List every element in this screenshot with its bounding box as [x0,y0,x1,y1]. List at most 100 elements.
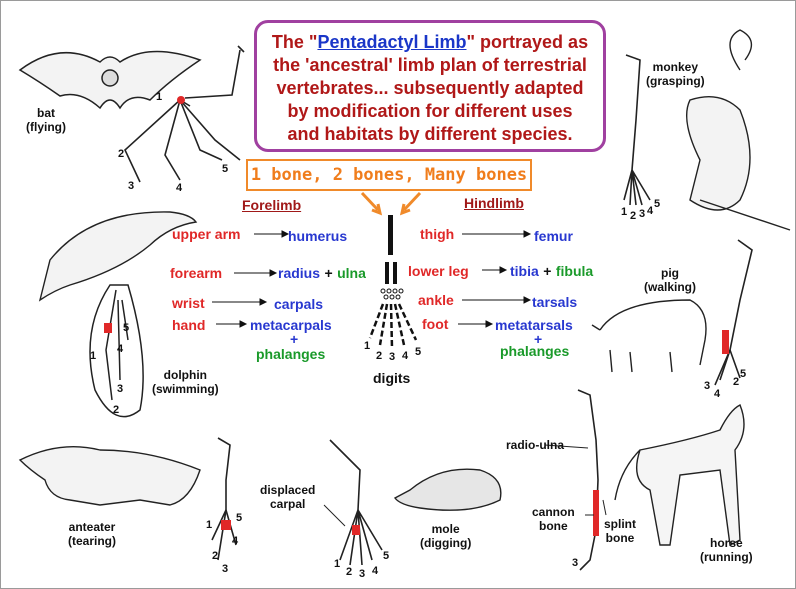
bat-limb [124,45,245,183]
bat-digit-2: 2 [118,148,125,160]
splint-bone-label: splint bone [604,517,636,545]
label-phalanges-hind: phalanges [500,343,570,359]
dolphin-digit-1: 1 [90,350,97,362]
pig-digit-5: 5 [740,368,747,380]
monkey-use: (grasping) [646,74,705,88]
displaced-carpal-caption: displaced carpal [260,483,315,511]
anteater-limb [211,437,237,561]
monkey-limb [623,54,651,206]
central-digit-4: 4 [402,350,409,362]
monkey-digit-1: 1 [621,206,628,218]
central-digit-1: 1 [364,340,371,352]
hindlimb-header: Hindlimb [464,195,524,211]
monkey-digit-2: 2 [630,210,637,222]
mole-limb [329,439,383,566]
label-phalanges-fore: phalanges [256,346,326,362]
label-metacarpals: metacarpals [250,317,332,333]
label-thigh: thigh [420,226,455,242]
dolphin-digit-5: 5 [123,322,130,334]
horse-caption: horse (running) [700,536,753,564]
dolphin-caption: dolphin (swimming) [152,368,219,396]
label-radius-ulna: radius + ulna [278,265,366,281]
anteater-digit-1: 1 [206,519,213,531]
bat-use: (flying) [26,120,66,134]
label-femur: femur [534,228,573,244]
horse-drawing [614,404,745,547]
dolphin-digit-3: 3 [117,383,124,395]
title-line-1: The "Pentadactyl Limb" portrayed as [271,32,589,52]
pentadactyl-link[interactable]: Pentadactyl Limb [317,32,467,52]
anteater-caption: anteater (tearing) [68,520,116,548]
label-humerus: humerus [288,228,348,244]
mole-drawing [393,468,502,511]
dolphin-digit-4: 4 [117,343,124,355]
monkey-digit-3: 3 [639,208,646,220]
label-wrist: wrist [172,295,205,311]
monkey-name: monkey [652,60,699,74]
central-digit-2: 2 [376,350,383,362]
anteater-digit-5: 5 [236,512,243,524]
mole-use: (digging) [420,536,472,550]
label-carpals: carpals [274,296,324,312]
title-line-2: the 'ancestral' limb plan of terrestrial [273,55,587,75]
mole-caption: mole (digging) [420,522,471,550]
horse-limb [577,389,599,571]
forelimb-header: Forelimb [242,197,302,213]
displaced-word: displaced [260,483,316,497]
bat-digit-5: 5 [222,163,229,175]
pig-digit-3: 3 [704,380,711,392]
bat-digit-1: 1 [156,91,163,103]
mole-name: mole [431,522,460,536]
bat-drawing [18,50,202,110]
anteater-drawing [18,446,201,506]
pig-drawing [591,299,707,373]
mole-digit-1: 1 [334,558,341,570]
anteater-digit-4: 4 [232,535,239,547]
dolphin-limb [89,284,144,418]
label-upper-arm: upper arm [172,226,241,242]
horse-name: horse [709,536,743,550]
bat-name: bat [37,106,55,120]
title-box: The "Pentadactyl Limb" portrayed as the … [254,20,606,152]
monkey-drawing [685,29,791,231]
dolphin-drawing [38,211,198,302]
anteater-digit-2: 2 [212,550,219,562]
bones-banner: 1 bone, 2 bones, Many bones [246,159,532,191]
central-digits-label: digits [373,370,411,386]
title-line-3: vertebrates... subsequently adapted [276,78,584,98]
mole-digit-5: 5 [383,550,390,562]
central-digit-3: 3 [389,351,396,363]
horse-use: (running) [700,550,753,564]
bat-digit-3: 3 [128,180,135,192]
carpal-word: carpal [270,497,306,511]
anteater-name: anteater [68,520,116,534]
label-tarsals: tarsals [532,294,578,310]
label-tibia-fibula: tibia + fibula [510,263,594,279]
pig-caption: pig (walking) [644,266,696,294]
label-hand: hand [172,317,206,333]
monkey-digit-4: 4 [647,205,654,217]
label-ankle: ankle [418,292,454,308]
label-forearm: forearm [170,265,223,281]
pig-use: (walking) [644,280,697,294]
label-plus-hind: + [534,331,543,347]
pig-digit-2: 2 [733,376,740,388]
pig-digit-4: 4 [714,388,721,400]
anteater-digit-3: 3 [222,563,229,575]
pig-name: pig [661,266,679,280]
dolphin-digit-2: 2 [113,404,120,416]
pig-limb [714,239,753,386]
bat-digit-4: 4 [176,182,183,194]
title-line-5: and habitats by different species. [287,124,573,144]
mole-digit-3: 3 [359,568,366,580]
dolphin-name: dolphin [163,368,207,382]
horse-digit-3: 3 [572,557,579,569]
monkey-caption: monkey (grasping) [646,60,705,88]
label-lower-leg: lower leg [408,263,469,279]
monkey-digit-5: 5 [654,198,661,210]
anteater-use: (tearing) [68,534,116,548]
mole-digit-4: 4 [372,565,379,577]
mole-digit-2: 2 [346,566,353,578]
radio-ulna-label: radio-ulna [506,438,565,452]
